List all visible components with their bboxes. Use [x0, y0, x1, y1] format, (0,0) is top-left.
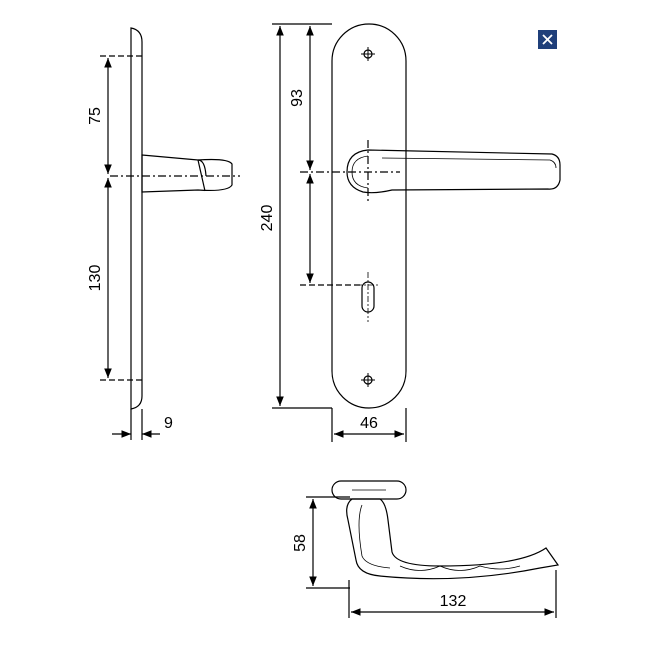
dim-label-9: 9 — [164, 415, 173, 432]
dim-label-75: 75 — [87, 107, 104, 125]
dim-label-58: 58 — [292, 534, 309, 552]
front-plate-outline — [331, 23, 407, 409]
bottom-screw-icon — [361, 373, 375, 387]
front-view — [272, 23, 561, 442]
close-button[interactable] — [538, 30, 557, 49]
side-view — [100, 27, 240, 440]
dim-label-132: 132 — [440, 593, 467, 610]
dim-label-93: 93 — [289, 89, 306, 107]
top-lever — [346, 498, 560, 580]
front-lever — [346, 149, 561, 194]
keyhole-icon — [356, 272, 380, 322]
side-plate-outline — [130, 27, 143, 410]
dim-label-130: 130 — [87, 265, 104, 292]
side-lever-stub — [141, 154, 233, 193]
top-screw-icon — [361, 47, 375, 61]
dim-label-240: 240 — [259, 205, 276, 232]
top-view — [306, 480, 560, 618]
close-icon — [542, 34, 553, 45]
dim-label-46: 46 — [360, 415, 378, 432]
